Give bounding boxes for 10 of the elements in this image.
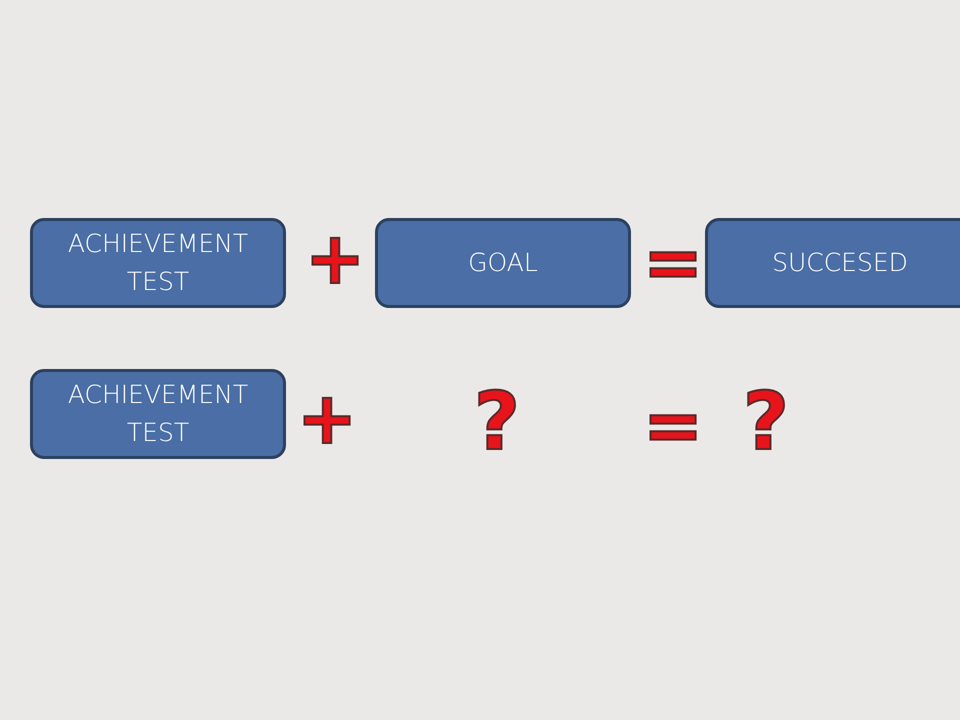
equals-sign: = <box>642 389 704 461</box>
text-box: SUCCESED <box>705 218 960 308</box>
plus-sign: + <box>304 222 366 294</box>
text-box: GOAL <box>375 218 631 308</box>
equals-sign: = <box>642 226 704 298</box>
text-box: ACHIEVEMENT TEST <box>30 369 286 459</box>
question-mark: ? <box>474 382 520 462</box>
plus-sign: + <box>296 382 358 454</box>
text-box: ACHIEVEMENT TEST <box>30 218 286 308</box>
question-mark: ? <box>742 382 790 462</box>
